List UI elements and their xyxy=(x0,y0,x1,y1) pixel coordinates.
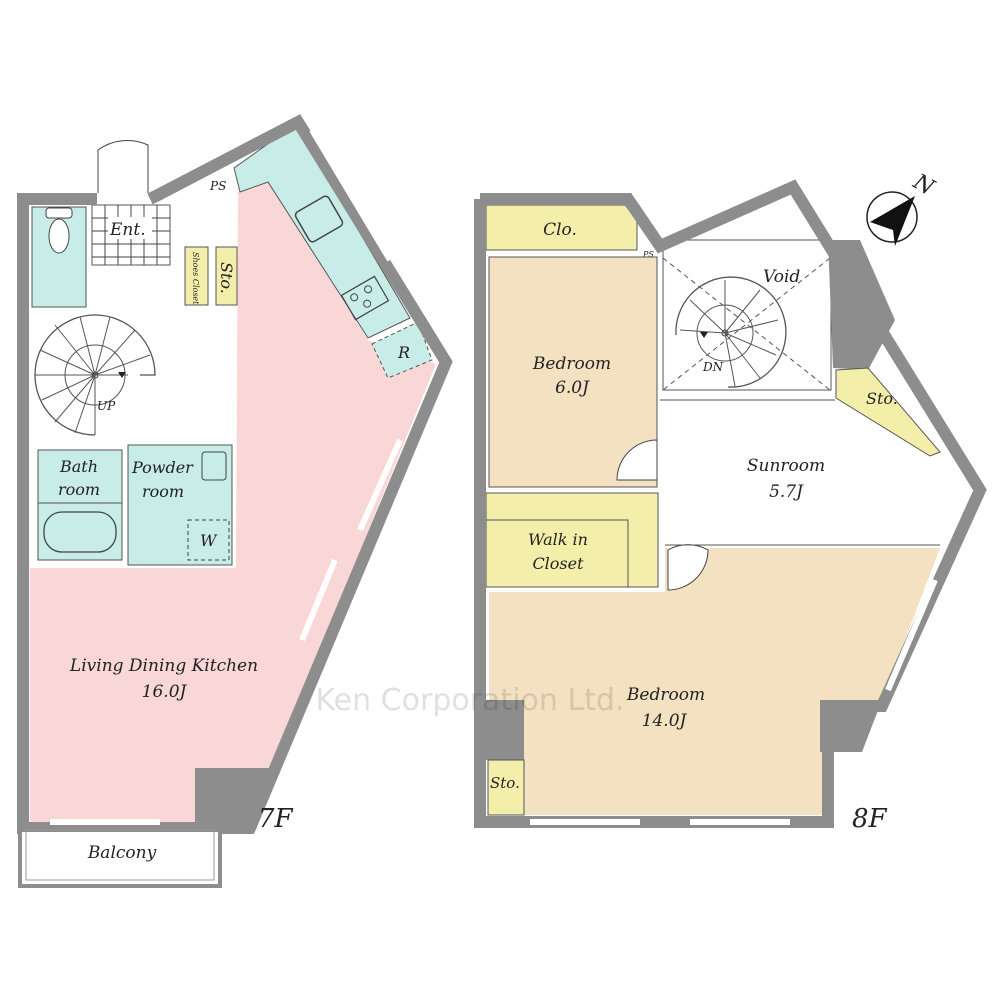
storage-7f xyxy=(215,246,238,306)
sink-icon xyxy=(294,195,344,243)
window-8f xyxy=(530,578,938,825)
pillar-8f-right xyxy=(820,700,882,752)
storage-8f-right-label: Sto. xyxy=(866,389,898,408)
ldk-name: Living Dining Kitchen xyxy=(69,656,258,676)
washer-label: W xyxy=(200,531,218,550)
outer-wall-7f xyxy=(17,114,453,834)
floor-8f: Sto. Bedroom 14.0J Clo. PS Bedroom 6.0J … xyxy=(474,179,987,834)
stove-icon xyxy=(340,275,390,321)
compass-icon: N xyxy=(866,169,939,246)
stair-up-label: UP xyxy=(97,399,116,413)
ps-label-7f: PS xyxy=(209,179,226,193)
shoes-closet-label: Shoes Closet xyxy=(191,252,200,305)
bedroom-small-name: Bedroom xyxy=(532,354,611,374)
washer-space xyxy=(187,519,230,561)
walk-in-label-2: Closet xyxy=(532,554,584,573)
refrigerator-space: R xyxy=(371,321,433,379)
balcony-label: Balcony xyxy=(87,843,157,863)
ps-label-8f: PS xyxy=(642,250,654,259)
spiral-stair-up: UP xyxy=(34,314,156,436)
closet-label: Clo. xyxy=(543,220,577,240)
storage-8f-left xyxy=(487,759,525,816)
watermark: Ken Corporation Ltd. xyxy=(316,683,625,718)
bedroom-large-name: Bedroom xyxy=(626,685,705,705)
bedroom-small-size: 6.0J xyxy=(555,378,590,398)
shoes-closet xyxy=(184,246,209,306)
stair-dn-label: DN xyxy=(702,360,724,374)
floor-8f-label: 8F xyxy=(852,804,888,834)
storage-8f-left-label: Sto. xyxy=(490,774,520,792)
walk-in-label-1: Walk in xyxy=(528,530,588,549)
void-label: Void xyxy=(763,267,800,287)
sunroom-name: Sunroom xyxy=(747,456,825,476)
window-7f xyxy=(50,128,403,825)
storage-7f-label: Sto. xyxy=(217,262,236,294)
bedroom-large-size: 14.0J xyxy=(642,711,688,731)
entrance-label: Ent. xyxy=(109,220,146,240)
refrigerator-label: R xyxy=(397,343,410,362)
bath-label-2: room xyxy=(58,480,100,499)
ldk-area xyxy=(30,182,436,822)
entrance: Ent. xyxy=(91,204,171,266)
toilet-icon xyxy=(45,207,73,254)
sunroom-size: 5.7J xyxy=(769,482,804,502)
floor-7f: R Ent. PS Shoes Closet Sto. xyxy=(17,114,453,888)
storage-8f-right xyxy=(835,367,941,457)
bedroom-small-door[interactable] xyxy=(616,439,658,481)
balcony xyxy=(18,828,222,888)
floor-7f-label: 7F xyxy=(258,804,294,834)
bath-room xyxy=(37,449,123,561)
bedroom-small xyxy=(488,256,658,488)
bedroom-large xyxy=(489,548,940,815)
powder-label-2: room xyxy=(142,482,184,501)
compass-north-label: N xyxy=(908,169,939,201)
washbasin-icon xyxy=(201,451,227,481)
outer-wall-8f xyxy=(474,179,987,828)
powder-room xyxy=(127,444,233,566)
entrance-door[interactable] xyxy=(97,140,149,193)
bathtub-icon xyxy=(43,511,117,553)
ldk-size: 16.0J xyxy=(142,682,188,702)
pillar-8f-left xyxy=(480,700,524,760)
bedroom-large-door[interactable] xyxy=(667,544,709,591)
bath-label-1: Bath xyxy=(59,457,98,476)
powder-label-1: Powder xyxy=(131,458,194,477)
void-stair-area: DN Void xyxy=(662,239,832,391)
